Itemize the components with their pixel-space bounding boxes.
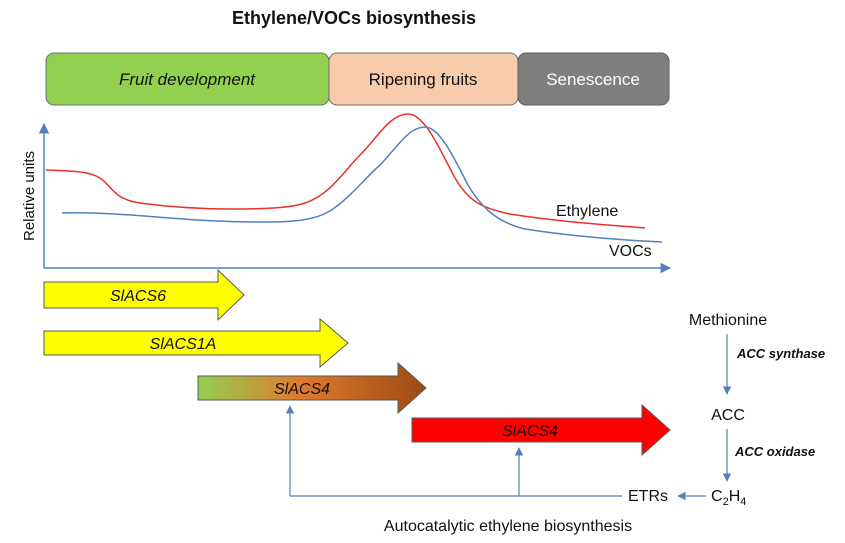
c2h4-label: C2H4	[711, 488, 746, 508]
biosynthesis-pathway: Methionine ACC synthase ACC ACC oxidase …	[628, 312, 825, 508]
gene-arrow-slacs1a	[43, 317, 349, 369]
gene-label-slacs6: SlACS6	[110, 288, 166, 305]
gene-label-slacs1a: SlACS1A	[150, 336, 217, 353]
gene-arrows: SlACS6 SlACS1A SlACS4 SlACS4	[43, 268, 671, 457]
diagram-title: Ethylene/VOCs biosynthesis	[232, 8, 476, 28]
stage-senescence-label: Senescence	[546, 70, 640, 89]
gene-arrow-slacs4-senescence	[411, 403, 671, 457]
y-axis-label: Relative units	[21, 151, 38, 241]
stage-fruit-development-label: Fruit development	[119, 70, 256, 89]
autocatalytic-caption: Autocatalytic ethylene biosynthesis	[384, 518, 632, 535]
gene-label-slacs4-senescence: SlACS4	[502, 423, 558, 440]
gene-label-slacs4-ripening: SlACS4	[274, 381, 330, 398]
ethylene-curve	[45, 113, 646, 229]
autocatalytic-feedback: Autocatalytic ethylene biosynthesis	[285, 405, 632, 535]
acc-synthase-label: ACC synthase	[736, 346, 825, 361]
vocs-curve	[61, 126, 663, 243]
etrs-label: ETRs	[628, 488, 668, 505]
gene-arrow-slacs4-ripening	[197, 361, 427, 415]
acc-oxidase-label: ACC oxidase	[734, 444, 815, 459]
plot-area: Relative units Ethylene VOCs	[21, 113, 672, 274]
stage-senescence	[517, 52, 670, 106]
stage-ripening-fruits-label: Ripening fruits	[369, 70, 478, 89]
vocs-curve-label: VOCs	[609, 243, 652, 260]
gene-arrow-slacs6	[43, 268, 245, 322]
ethylene-curve-label: Ethylene	[556, 203, 618, 220]
acc-label: ACC	[711, 407, 745, 424]
stage-bar: Fruit development Ripening fruits Senesc…	[45, 52, 670, 106]
methionine-label: Methionine	[689, 312, 767, 329]
